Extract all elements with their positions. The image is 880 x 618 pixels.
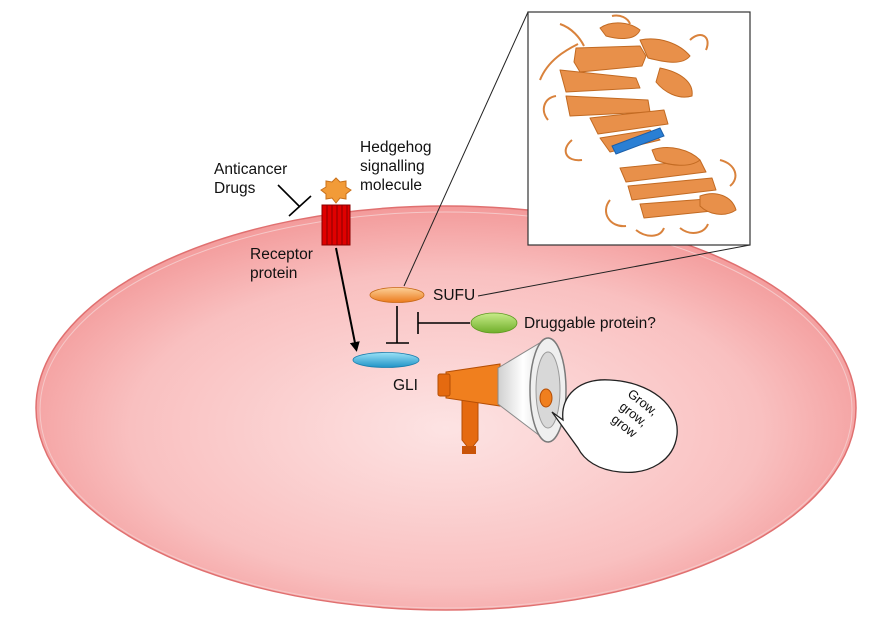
druggable-protein <box>470 312 518 334</box>
label-hedgehog-molecule: Hedgehog signalling molecule <box>360 138 432 195</box>
zoom-line-right <box>477 244 751 297</box>
label-hedgehog-line1: Hedgehog <box>360 139 432 156</box>
sufu-structure-inset <box>527 11 751 246</box>
label-sufu: SUFU <box>433 287 476 304</box>
label-receptor-line1: Receptor <box>250 246 313 263</box>
receptor-protein <box>321 204 351 246</box>
zoom-line-left <box>403 11 529 287</box>
speech-bubble <box>551 379 678 474</box>
label-anticancer-line1: Anticancer <box>214 161 288 178</box>
label-druggable-protein: Druggable protein? <box>524 315 656 332</box>
label-receptor-protein: Receptor protein <box>250 245 313 283</box>
label-anticancer-drugs: Anticancer Drugs <box>214 160 287 198</box>
bound-peptide <box>611 127 665 155</box>
megaphone-icon <box>437 337 567 454</box>
cell-body <box>35 205 857 611</box>
drug-inhibition-marker <box>277 184 312 217</box>
hedgehog-molecule <box>320 177 352 204</box>
label-anticancer-line2: Drugs <box>214 180 256 197</box>
druggable-inhibition <box>417 312 470 334</box>
label-hedgehog-line3: molecule <box>360 177 423 194</box>
cell-inner-membrane <box>39 211 853 609</box>
activation-arrow <box>335 247 360 352</box>
sufu-inhibits-gli <box>386 306 409 344</box>
label-receptor-line2: protein <box>250 265 298 282</box>
label-gli: GLI <box>393 377 418 394</box>
gli-protein <box>352 352 420 368</box>
sufu-protein <box>369 287 425 303</box>
label-hedgehog-line2: signalling <box>360 158 425 175</box>
